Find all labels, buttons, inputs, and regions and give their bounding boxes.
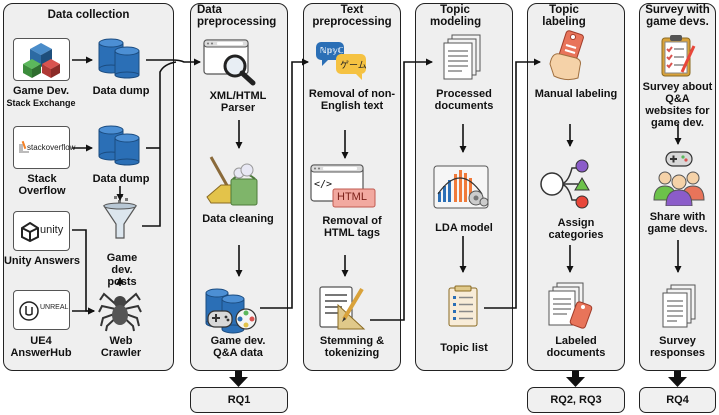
spider-icon xyxy=(98,292,142,332)
topic-list-label: Topic list xyxy=(440,342,488,354)
stackoverflow-logo-text: stackoverflow xyxy=(27,143,76,152)
gamedev-logo xyxy=(13,38,70,81)
parser-magnifier-icon xyxy=(203,39,256,86)
stackoverflow-logo: stackoverflow xyxy=(13,126,75,169)
html-glyph: HTML xyxy=(337,191,367,203)
data-cleaning-label: Data cleaning xyxy=(202,213,274,225)
database-icon xyxy=(98,38,140,79)
survey-clipboard-icon xyxy=(661,35,696,77)
panel-title-data-preprocessing: Data preprocessing xyxy=(197,4,277,28)
ue4-label: UE4 AnswerHub xyxy=(10,335,72,359)
rq4-box: RQ4 xyxy=(639,387,716,413)
labeled-documents-label: Labeled documents xyxy=(546,335,606,359)
database-icon xyxy=(98,125,140,166)
gamedev-label: Game Dev. xyxy=(12,85,70,97)
categories-tree-icon xyxy=(540,159,590,209)
data-dump-label-1: Data dump xyxy=(92,85,150,97)
gamedev-sublabel: Stack Exchange xyxy=(6,98,76,108)
panel-title-topic-modeling: Topic modeling xyxy=(430,4,482,28)
stemming-tokenizing-label: Stemming & tokenizing xyxy=(319,335,385,359)
survey-about-label: Survey about Q&A websites for game dev. xyxy=(642,81,713,129)
rq1-box: RQ1 xyxy=(190,387,288,413)
topic-list-icon xyxy=(448,285,478,327)
share-game-devs-icon xyxy=(653,151,705,206)
code-glyph: </> xyxy=(314,179,333,190)
removal-html-tags-label: Removal of HTML tags xyxy=(322,215,382,239)
unity-label: Unity Answers xyxy=(3,255,80,267)
processed-documents-label: Processed documents xyxy=(434,88,494,112)
funnel-icon xyxy=(102,194,138,239)
survey-responses-icon xyxy=(662,284,696,328)
cleaning-bucket-icon xyxy=(206,156,258,206)
ue4-logo: UNREAL xyxy=(13,290,70,330)
survey-responses-label: Survey responses xyxy=(649,335,706,359)
qa-data-icon xyxy=(205,288,257,334)
manual-labeling-hand-icon xyxy=(549,30,584,81)
panel-title-data-collection: Data collection xyxy=(47,9,130,21)
ue4-logo-text: UNREAL xyxy=(40,304,69,311)
removal-non-english-label: Removal of non-English text xyxy=(308,88,396,112)
share-with-devs-label: Share with game devs. xyxy=(647,211,708,235)
stackoverflow-label: Stack Overflow xyxy=(18,173,66,197)
documents-stack-icon xyxy=(443,34,481,80)
manual-labeling-label: Manual labeling xyxy=(534,88,618,100)
unity-logo-text: unity xyxy=(40,224,64,236)
lda-model-label: LDA model xyxy=(435,222,493,234)
stemming-tools-icon xyxy=(319,286,366,330)
translation-bubbles-icon xyxy=(316,42,366,80)
html-code-window-icon xyxy=(310,164,376,208)
game-dev-qa-data-label: Game dev. Q&A data xyxy=(210,335,266,359)
panel-title-text-preprocessing: Text preprocessing xyxy=(312,4,392,28)
panel-title-topic-labeling: Topic labeling xyxy=(542,4,586,28)
translation-text-b: ゲーム xyxy=(340,60,367,70)
game-dev-posts-label: Game dev. posts xyxy=(106,252,138,288)
lda-model-icon xyxy=(433,165,489,209)
rq2-rq3-box: RQ2, RQ3 xyxy=(527,387,625,413)
gamedev-cubes-icon xyxy=(23,43,60,78)
data-dump-label-2: Data dump xyxy=(92,173,150,185)
unity-cube-icon xyxy=(21,221,39,243)
unity-logo: unity xyxy=(13,211,70,251)
labeled-documents-icon xyxy=(548,282,593,329)
assign-categories-label: Assign categories xyxy=(548,217,604,241)
xml-html-parser-label: XML/HTML Parser xyxy=(209,90,267,114)
unreal-icon xyxy=(19,301,39,321)
web-crawler-label: Web Crawler xyxy=(100,335,142,359)
translation-text-a: ℕ𝕡𝕪ℂ xyxy=(320,46,344,55)
panel-title-survey: Survey with game devs. xyxy=(645,4,710,28)
